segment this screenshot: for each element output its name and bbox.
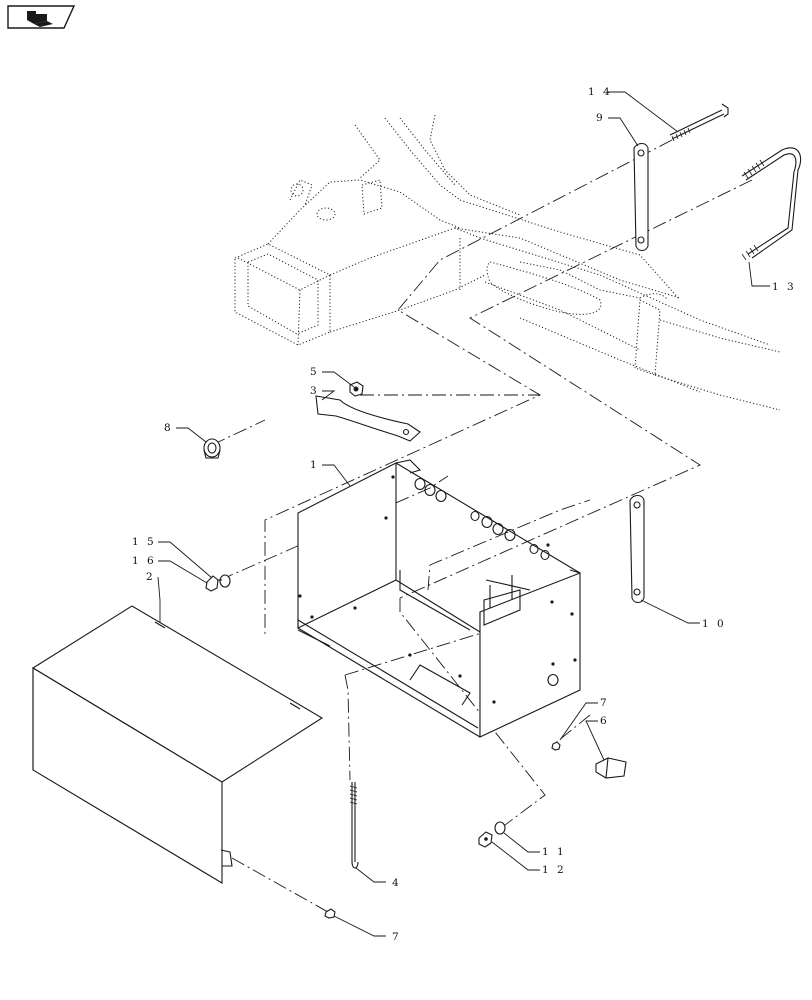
- callout-10: 1 0: [702, 618, 726, 630]
- callout-5: 5: [310, 366, 319, 378]
- bolt-14: [669, 103, 729, 142]
- grommet-8: [203, 438, 221, 459]
- callout-14: 1 4: [588, 86, 612, 98]
- battery-box: [297, 459, 581, 738]
- battery-cover: [31, 605, 324, 884]
- strap-10: [629, 494, 645, 604]
- callout-15: 1 5: [132, 536, 156, 548]
- strap-9: [633, 142, 649, 252]
- frame-rail: [234, 114, 781, 411]
- callout-7-top: 7: [600, 697, 609, 709]
- washer-nut-11-12: [478, 821, 506, 848]
- bolt-washer-15-16: [205, 574, 231, 592]
- callout-7-bottom: 7: [392, 931, 401, 943]
- callout-3: 3: [310, 385, 319, 397]
- callout-9: 9: [596, 112, 605, 124]
- nut-7-bottom: [324, 908, 336, 919]
- j-bolt-4: [349, 782, 359, 869]
- nut-7-top: [551, 741, 561, 751]
- centre-lines: [211, 139, 753, 913]
- terminal-boot-6: [595, 757, 627, 779]
- callout-6: 6: [600, 715, 609, 727]
- previous-page-arrow-icon[interactable]: [7, 5, 76, 29]
- u-bolt-13: [741, 147, 802, 261]
- callout-12: 1 2: [542, 864, 566, 876]
- callout-16: 1 6: [132, 555, 156, 567]
- callout-2: 2: [146, 571, 155, 583]
- leader-lines: [157, 91, 770, 937]
- callout-11: 1 1: [542, 846, 566, 858]
- hold-down-clamp: [315, 395, 421, 442]
- callout-8: 8: [164, 422, 173, 434]
- callout-1: 1: [310, 459, 319, 471]
- callout-4: 4: [392, 877, 401, 889]
- callout-13: 1 3: [772, 281, 796, 293]
- nut-5: [349, 381, 364, 397]
- callout-labels: 1 4 9 1 3 5 3 8 1 1 5 1 6 2 1 0 7 6 1 1 …: [132, 86, 796, 943]
